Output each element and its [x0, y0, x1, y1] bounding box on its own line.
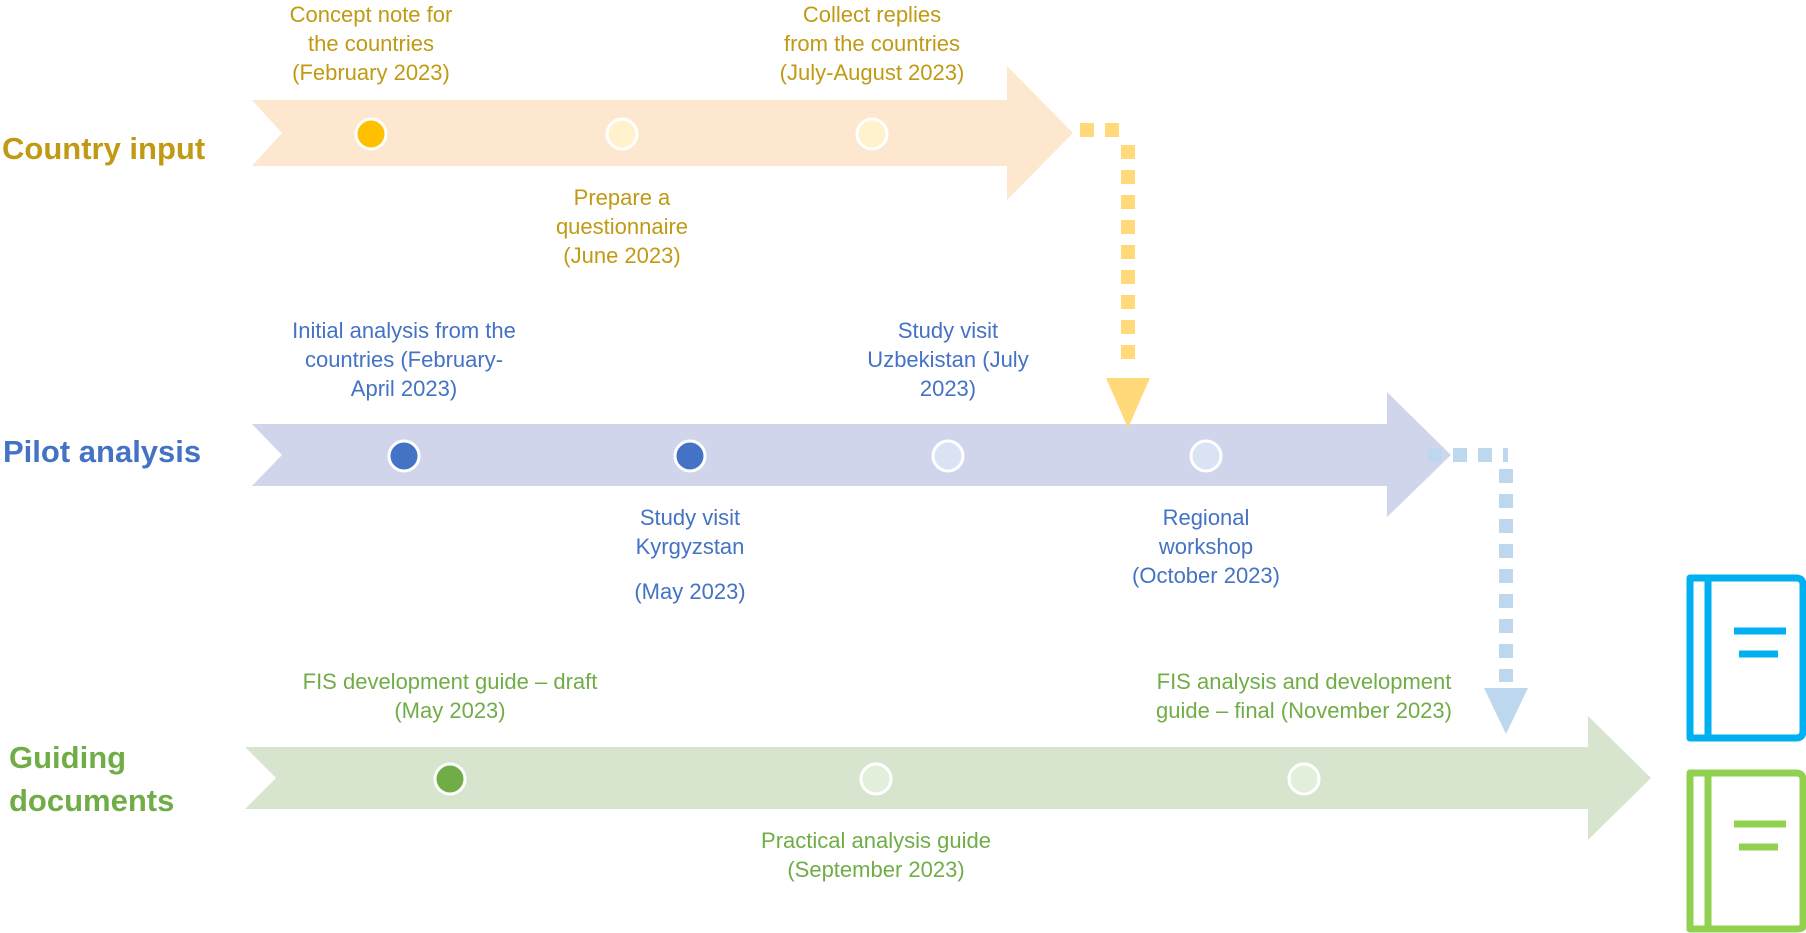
milestone-caption: Regional workshop (October 2023) — [1132, 505, 1280, 588]
milestone-caption: Initial analysis from the countries (Feb… — [292, 318, 516, 401]
country-input-arrow — [252, 66, 1073, 200]
milestone-caption: Study visit Kyrgyzstan — [635, 505, 745, 559]
lane-label-pilot-analysis: Pilot analysis — [3, 434, 202, 469]
milestone-caption: FIS development guide – draft (May 2023) — [302, 669, 598, 723]
document-icon-blue — [1686, 574, 1806, 742]
milestone-marker — [1189, 439, 1223, 473]
milestone-caption: Practical analysis guide (September 2023… — [761, 828, 991, 882]
connector-country-to-pilot — [1080, 123, 1150, 428]
milestone-caption: FIS analysis and development guide – fin… — [1156, 669, 1452, 723]
milestone-marker — [931, 439, 965, 473]
milestone-marker — [1287, 762, 1321, 796]
document-icon-green — [1686, 769, 1806, 933]
guiding-documents-arrow — [245, 716, 1651, 840]
pilot-analysis-arrow — [252, 392, 1451, 517]
milestone-marker — [433, 762, 467, 796]
country-input-milestones — [354, 117, 889, 151]
milestone-caption: Collect replies from the countries (July… — [779, 2, 965, 85]
milestone-caption: Prepare a questionnaire (June 2023) — [555, 185, 689, 268]
milestone-marker — [387, 439, 421, 473]
lane-label-guiding-documents: Guiding documents — [9, 740, 175, 818]
lane-arrows — [245, 66, 1651, 840]
milestone-caption: Concept note for the countries (February… — [289, 2, 453, 85]
guiding-documents-milestones — [433, 762, 1321, 796]
lane-label-country-input: Country input — [2, 131, 206, 166]
connector-pilot-to-guiding — [1428, 448, 1528, 734]
milestone-marker — [859, 762, 893, 796]
pilot-analysis-milestones — [387, 439, 1223, 473]
milestone-caption-date: (May 2023) — [634, 579, 746, 604]
milestone-marker — [605, 117, 639, 151]
arrowhead-down — [1106, 378, 1150, 428]
milestone-marker — [855, 117, 889, 151]
milestone-marker — [354, 117, 388, 151]
milestone-marker — [673, 439, 707, 473]
milestone-caption: Study visit Uzbekistan (July 2023) — [867, 318, 1029, 401]
arrowhead-down — [1484, 688, 1528, 734]
